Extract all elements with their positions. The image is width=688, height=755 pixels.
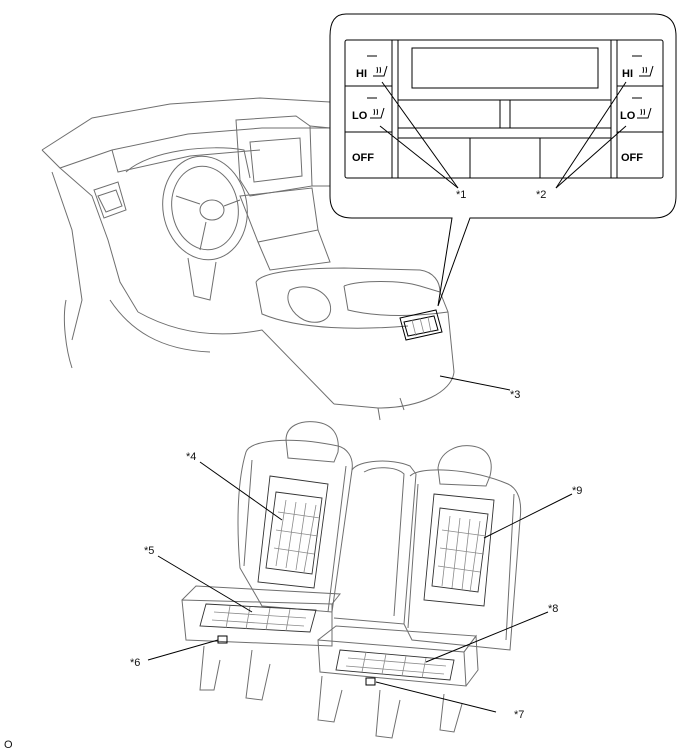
- right-hi-button-label: HI: [622, 68, 633, 80]
- left-lo-button-label: LO: [352, 110, 368, 122]
- callout-label-8: *8: [548, 603, 558, 615]
- rear-console-switch: [399, 309, 443, 341]
- rear-seat-drawing: [147, 375, 573, 739]
- callout-label-9: *9: [572, 485, 582, 497]
- callout-label-2: *2: [536, 189, 546, 201]
- callout-label-1: *1: [456, 189, 466, 201]
- callout-label-5: *5: [144, 545, 154, 557]
- callout-label-3: *3: [510, 389, 520, 401]
- callout-label-6: *6: [130, 657, 140, 669]
- left-off-button-label: OFF: [352, 152, 374, 164]
- vehicle-interior-drawing: [41, 97, 455, 421]
- corner-mark: O: [4, 739, 13, 751]
- callout-label-7: *7: [514, 709, 524, 721]
- callout-label-4: *4: [186, 451, 196, 463]
- switch-panel-callout: HI LO OFF HI LO OFF: [329, 13, 677, 307]
- right-off-button-label: OFF: [621, 152, 643, 164]
- seat-heater-icon: [370, 65, 654, 119]
- left-hi-button-label: HI: [356, 68, 367, 80]
- right-lo-button-label: LO: [620, 110, 636, 122]
